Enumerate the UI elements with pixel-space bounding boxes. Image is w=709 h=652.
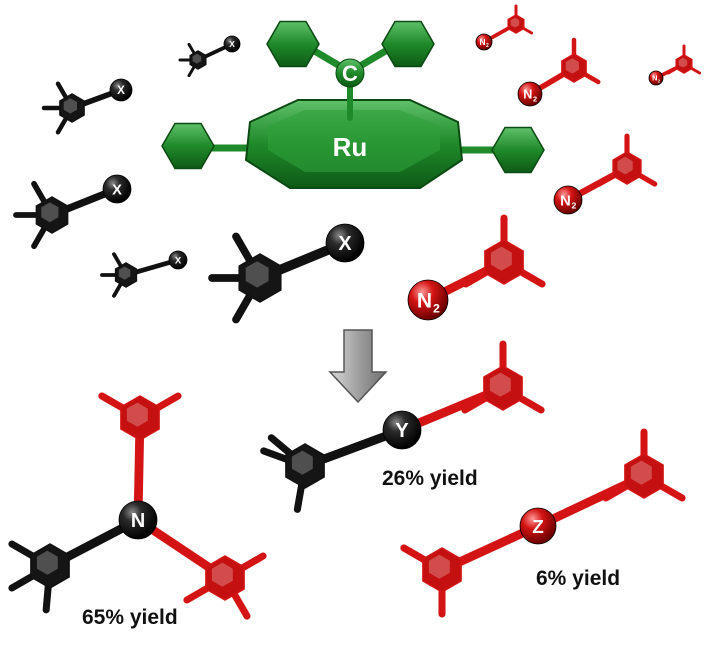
- homo-z-atom: Z: [519, 507, 557, 545]
- diazo-aryl-1: [482, 4, 534, 44]
- homo-red-aryl-right: [533, 428, 686, 531]
- diazo-aryl-2: [527, 37, 601, 97]
- aryl-halide-3: [13, 180, 121, 250]
- halide-atom-1-label: X: [229, 39, 235, 49]
- aryl-halide-2: [41, 81, 124, 135]
- halide-atom-2: X: [109, 78, 133, 102]
- diazo-atom-2-subscript: 2: [533, 94, 537, 103]
- halide-atom-5: X: [325, 223, 365, 263]
- halide-atom-3: X: [102, 174, 132, 204]
- diazo-aryl-3: [654, 44, 702, 80]
- diazo-aryl-4: [564, 133, 658, 204]
- ru-porphyrin-catalyst: C Ru: [161, 20, 545, 189]
- diazo-atom-2-label: N: [523, 88, 532, 102]
- halide-atom-2-label: X: [117, 84, 125, 97]
- phenyl-right: [491, 126, 545, 174]
- diazo-aryl-5: [423, 214, 546, 305]
- diazo-atom-4-subscript: 2: [571, 201, 576, 211]
- halide-atom-3-label: X: [112, 182, 122, 198]
- diazo-atom-5-label: N: [417, 290, 432, 313]
- aryl-halide-4: [100, 252, 181, 298]
- cross-red-aryl: [397, 340, 545, 435]
- amine-red-aryl-right: [133, 515, 267, 620]
- carbene-phenyl-right: [381, 20, 435, 68]
- diazo-atom-4-label: N: [560, 193, 571, 209]
- amine-black-aryl: [8, 515, 143, 614]
- halide-atom-4-label: X: [175, 255, 182, 266]
- phenyl-left: [161, 122, 215, 170]
- diazo-atom-3-subscript: 2: [658, 78, 661, 83]
- down-arrow-icon: [328, 329, 388, 404]
- yield-label-homo: 6% yield: [536, 567, 621, 590]
- metal-label: Ru: [333, 132, 368, 162]
- aryl-halide-5: [208, 232, 350, 324]
- carbene-label: C: [342, 61, 358, 86]
- reaction-arrow: [328, 329, 388, 404]
- carbene-carbon: C: [335, 58, 365, 88]
- homo-red-aryl-left: [400, 521, 543, 618]
- diazo-atom-1-label: N: [480, 37, 486, 47]
- homo-z-atom-label: Z: [532, 517, 544, 538]
- halide-atom-4: X: [168, 250, 188, 270]
- yield-label-cross: 26% yield: [382, 467, 478, 490]
- yield-label-amine: 65% yield: [82, 606, 178, 629]
- halide-atom-5-label: X: [338, 233, 352, 255]
- amine-n-atom: N: [118, 500, 158, 540]
- aryl-halide-1: [178, 42, 234, 78]
- cross-y-atom-label: Y: [395, 420, 408, 442]
- diazo-atom-1-subscript: 2: [486, 43, 489, 49]
- halide-atom-1: X: [223, 35, 241, 53]
- diazo-atom-5-subscript: 2: [433, 301, 440, 315]
- diazo-atom-3-label: N: [652, 74, 657, 83]
- amine-n-atom-label: N: [131, 510, 145, 532]
- product-molecules: N Y Z: [8, 340, 686, 620]
- carbene-phenyl-left: [266, 20, 320, 68]
- cross-y-atom: Y: [382, 410, 422, 450]
